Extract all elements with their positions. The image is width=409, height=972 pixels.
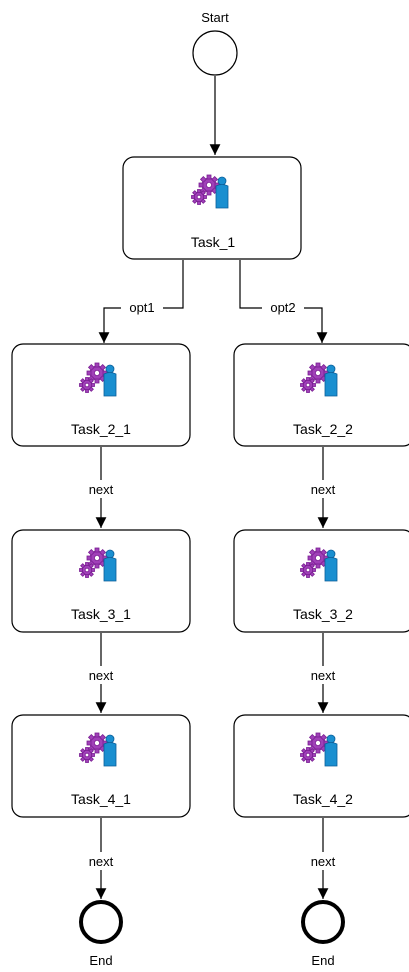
task-2-1-label: Task_2_1 — [71, 421, 131, 437]
left-next-3-label: next — [89, 854, 114, 869]
task-2-2[interactable]: Task_2_2 — [233, 343, 409, 447]
task-3-1-label: Task_3_1 — [71, 606, 131, 622]
right-next-1-bg — [302, 480, 344, 498]
left-next-1-bg — [80, 480, 122, 498]
right-next-2-label: next — [311, 668, 336, 683]
start-event[interactable] — [192, 30, 238, 76]
left-next-1-label: next — [89, 482, 114, 497]
opt2-label: opt2 — [270, 300, 295, 315]
start-label: Start — [201, 10, 229, 25]
left-next-2-bg — [80, 666, 122, 684]
left-next-2-label: next — [89, 668, 114, 683]
left-next-3-bg — [80, 852, 122, 870]
task-1-label: Task_1 — [191, 234, 236, 250]
task-3-2-label: Task_3_2 — [293, 606, 353, 622]
task-3-2[interactable]: Task_3_2 — [233, 529, 409, 633]
end-right-label: End — [311, 953, 334, 968]
right-next-3-label: next — [311, 854, 336, 869]
task-4-2-label: Task_4_2 — [293, 791, 353, 807]
task-4-1-label: Task_4_1 — [71, 791, 131, 807]
task-2-2-label: Task_2_2 — [293, 421, 353, 437]
task-4-1[interactable]: Task_4_1 — [11, 714, 191, 818]
end-left-label: End — [89, 953, 112, 968]
opt2-label-bg — [262, 298, 304, 316]
task-3-1[interactable]: Task_3_1 — [11, 529, 191, 633]
opt1-label: opt1 — [129, 300, 154, 315]
end-event-right[interactable] — [301, 900, 345, 944]
right-next-2-bg — [302, 666, 344, 684]
task-1[interactable]: Task_1 — [122, 156, 302, 260]
opt1-label-bg — [121, 298, 163, 316]
end-event-left[interactable] — [79, 900, 123, 944]
task-2-1[interactable]: Task_2_1 — [11, 343, 191, 447]
right-next-1-label: next — [311, 482, 336, 497]
right-next-3-bg — [302, 852, 344, 870]
task-4-2[interactable]: Task_4_2 — [233, 714, 409, 818]
